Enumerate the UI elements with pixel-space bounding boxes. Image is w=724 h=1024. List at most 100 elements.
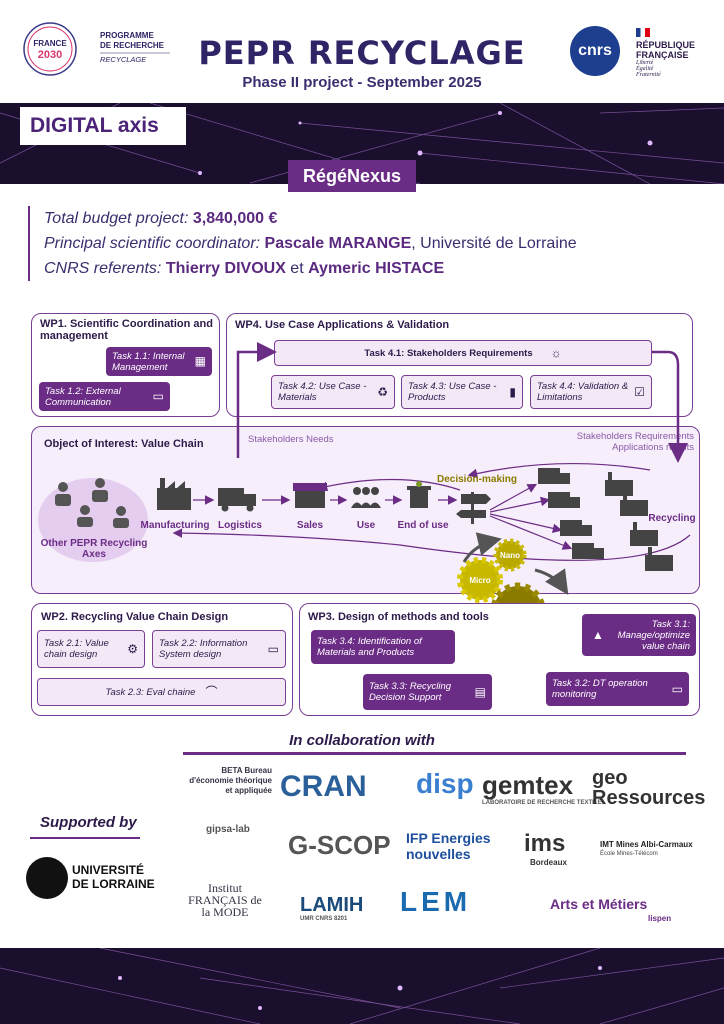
partner-imt-sub: École Mines-Télécom — [600, 851, 658, 857]
collab-divider — [183, 752, 686, 755]
partner-lamih-sub: UMR CNRS 8201 — [300, 916, 348, 922]
gear-micro-1: Micro — [469, 576, 491, 585]
logo-country: FRANCE — [33, 39, 67, 48]
cnrs-logo: cnrs — [570, 26, 620, 76]
task-4-1-label: Task 4.1: Stakeholders Requirements — [364, 347, 533, 359]
gear-macro-2: Macro — [538, 641, 562, 650]
task-2-2: Task 2.2: Information System design ▭ — [152, 630, 286, 668]
referent-and: et — [285, 260, 309, 277]
partner-gipsa: gipsa-lab — [206, 824, 250, 835]
axis-label: DIGITAL axis — [20, 107, 186, 145]
partner-georessources: geo Ressources — [592, 767, 706, 809]
applications-results-label: Applications results — [612, 442, 694, 453]
dashboard-icon: ▤ — [474, 684, 486, 699]
partner-gemtex: gemtex — [482, 770, 574, 800]
republique-line1: RÉPUBLIQUE — [636, 40, 696, 50]
ul-logo-icon — [26, 857, 68, 899]
task-4-2: Task 4.2: Use Case - Materials ♻ — [271, 375, 395, 409]
logo-program2: DE RECHERCHE — [100, 41, 165, 50]
logo-program3: RECYCLAGE — [100, 55, 147, 64]
france2030-logo: FRANCE 2030 PROGRAMME DE RECHERCHE RECYC… — [22, 20, 172, 78]
recycling-trucks — [538, 468, 604, 559]
coordinator-label: Principal scientific coordinator: — [44, 235, 261, 252]
checklist-icon: ☑ — [634, 384, 645, 399]
task-2-1: Task 2.1: Value chain design⚙ — [37, 630, 145, 668]
use-label: Use — [356, 520, 376, 531]
partner-ims-sub: Bordeaux — [530, 858, 567, 867]
project-info: Total budget project: 3,840,000 € Princi… — [28, 206, 628, 281]
task-3-3: Task 3.3: Recycling Decision Support▤ — [363, 674, 492, 710]
calendar-icon: ▦ — [194, 354, 206, 368]
referents-line: CNRS referents: Thierry DIVOUX et Aymeri… — [44, 256, 628, 281]
coordinator-name: Pascale MARANGE — [264, 235, 412, 252]
logo-program1: PROGRAMME — [100, 31, 154, 40]
republique-line2: FRANÇAISE — [636, 50, 689, 60]
motto-3: Fraternité — [636, 72, 661, 78]
task-2-2-label: Task 2.2: Information System design — [159, 638, 248, 660]
task-4-4-label: Task 4.4: Validation & Limitations — [537, 381, 629, 403]
ul-line2: DE LORRAINE — [72, 877, 155, 891]
task-3-2: Task 3.2: DT operation monitoring▭ — [546, 672, 689, 706]
ul-logo-text: UNIVERSITÉ DE LORRAINE — [72, 863, 155, 891]
coordinator-line: Principal scientific coordinator: Pascal… — [44, 231, 628, 256]
wp2-title: WP2. Recycling Value Chain Design — [41, 611, 229, 623]
network-banner-bottom — [0, 948, 724, 1024]
people-icons — [55, 478, 129, 528]
partner-lispen: lispen — [648, 914, 672, 923]
budget-value: 3,840,000 € — [192, 210, 278, 227]
ul-line1: UNIVERSITÉ — [72, 863, 145, 877]
partner-gemtex-sub: LABORATOIRE DE RECHERCHE TEXTILE — [482, 800, 602, 806]
partner-arts-metiers: Arts et Métiers — [550, 896, 648, 912]
partner-cran: CRAN — [280, 770, 367, 803]
bell-curve-icon: ⌒ — [205, 684, 218, 699]
partner-imt: IMT Mines Albi-Carmaux — [600, 840, 693, 849]
end-of-use-label: End of use — [397, 520, 449, 531]
coordinator-affil: , Université de Lorraine — [411, 235, 577, 252]
partner-beta: BETA Bureau d'économie théorique et appl… — [189, 766, 272, 795]
value-chain-title: Object of Interest: Value Chain — [44, 438, 204, 450]
truck-icon — [218, 488, 256, 512]
task-4-1: Task 4.1: Stakeholders Requirements ☼ — [274, 340, 652, 366]
partner-ifpen: IFP Energies nouvelles — [406, 830, 491, 862]
partner-disp: disp — [416, 768, 474, 799]
recycle-icon: ♻ — [377, 384, 388, 399]
budget-line: Total budget project: 3,840,000 € — [44, 206, 628, 231]
signpost-icon — [456, 492, 491, 524]
sales-label: Sales — [296, 520, 324, 531]
poster-subtitle: Phase II project - September 2025 — [242, 74, 482, 91]
task-4-3-label: Task 4.3: Use Case - Products — [408, 381, 497, 403]
task-1-1-label: Task 1.1: Internal Management — [112, 350, 185, 373]
shop-icon — [293, 483, 327, 508]
task-3-4: Task 3.4: Identification of Materials an… — [311, 630, 455, 664]
supported-divider — [30, 837, 140, 839]
partner-lamih: LAMIH — [300, 894, 364, 916]
factory-icon — [157, 478, 191, 510]
task-2-3: Task 2.3: Eval chaine⌒ — [37, 678, 286, 706]
stakeholders-arrows — [236, 342, 688, 463]
recycling-label: Recycling — [648, 513, 696, 524]
partner-gscop: G-SCOP — [288, 830, 391, 860]
recycling-factories — [605, 472, 673, 571]
wp4-title: WP4. Use Case Applications & Validation — [235, 319, 450, 331]
logo-year: 2030 — [38, 49, 62, 61]
motto-2: Égalité — [636, 66, 654, 72]
monitoring-icon: ▭ — [671, 681, 683, 696]
task-2-1-label: Task 2.1: Value chain design — [44, 638, 109, 660]
republique-logo: RÉPUBLIQUE FRANÇAISE Liberté Égalité Fra… — [636, 28, 716, 78]
task-4-3: Task 4.3: Use Case - Products▮ — [401, 375, 523, 409]
task-4-2-label: Task 4.2: Use Case - Materials — [278, 381, 367, 403]
collab-title: In collaboration with — [289, 732, 435, 749]
monitor-gear-icon: ▭ — [267, 641, 279, 656]
decision-making-label: Decision-making — [436, 474, 518, 485]
partner-lem: LEM — [400, 886, 472, 917]
referent-1: Thierry DIVOUX — [165, 260, 286, 277]
referents-label: CNRS referents: — [44, 260, 162, 277]
logistics-label: Logistics — [218, 520, 262, 531]
partner-ifm: Institut FRANÇAIS de la MODE — [188, 881, 262, 919]
manufacturing-label: Manufacturing — [140, 520, 210, 531]
stakeholders-needs-label: Stakeholders Needs — [248, 434, 334, 445]
gear-nano-2: Nano — [465, 644, 485, 653]
brain-icon: ☼ — [550, 345, 562, 360]
network-lines-bottom — [0, 948, 724, 1024]
